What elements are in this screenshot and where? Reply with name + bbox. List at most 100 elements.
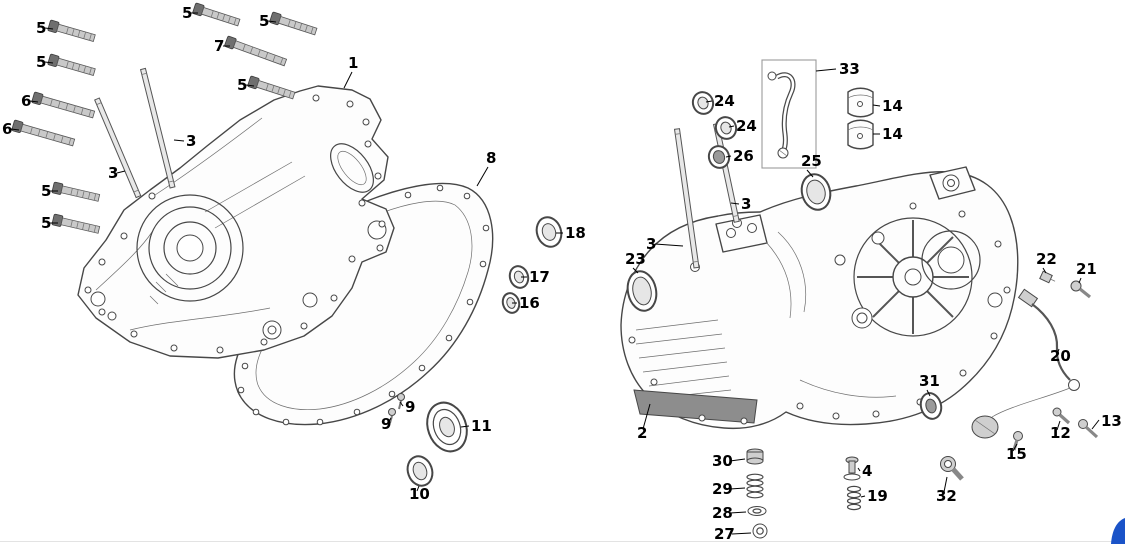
callout-leader-12-36 xyxy=(1056,420,1061,431)
callout-label-16-16: 16 xyxy=(519,294,540,312)
callout-label-7-5: 7 xyxy=(214,37,224,55)
right-crankcase-body xyxy=(620,166,1019,430)
callout-label-6-3: 6 xyxy=(2,120,12,138)
callout-leader-6-2 xyxy=(29,100,39,103)
callout-label-5-10: 5 xyxy=(41,182,51,200)
right-crankcase-drawing xyxy=(620,59,1099,539)
seals-right-group xyxy=(626,91,943,420)
callout-label-21-32: 21 xyxy=(1076,260,1097,278)
callout-leader-3-9 xyxy=(116,170,126,174)
callout-label-14-25: 14 xyxy=(882,97,903,115)
callout-label-11-19: 11 xyxy=(471,417,492,435)
callout-label-9-18: 9 xyxy=(381,415,391,433)
callout-label-10-20: 10 xyxy=(409,485,430,503)
callout-label-22-31: 22 xyxy=(1036,250,1057,268)
callout-label-24-21: 24 xyxy=(714,92,735,110)
callout-leader-22-31 xyxy=(1042,267,1047,274)
callout-leader-3-29 xyxy=(654,243,684,247)
sensor-cable-assembly xyxy=(971,270,1099,451)
callout-label-1-12: 1 xyxy=(348,54,358,72)
callout-label-5-11: 5 xyxy=(41,214,51,232)
callout-leader-2-35 xyxy=(642,403,651,430)
callout-label-17-15: 17 xyxy=(529,268,550,286)
callout-leader-31-34 xyxy=(926,389,931,397)
callout-leader-1-12 xyxy=(343,71,353,89)
callout-leader-32-45 xyxy=(943,476,948,493)
callout-leader-24-21 xyxy=(705,100,713,103)
callout-leader-20-33 xyxy=(1056,348,1060,356)
callout-leader-24-22 xyxy=(728,125,735,128)
callout-label-12-36: 12 xyxy=(1050,424,1071,442)
callout-leader-26-23 xyxy=(725,155,732,158)
callout-label-3-28: 3 xyxy=(741,195,751,213)
callout-leader-13-37 xyxy=(1091,419,1100,430)
callout-label-3-29: 3 xyxy=(646,235,656,253)
callout-label-27-44: 27 xyxy=(714,525,735,543)
callout-leader-28-43 xyxy=(729,511,747,514)
callout-label-14-26: 14 xyxy=(882,125,903,143)
callout-label-32-45: 32 xyxy=(936,487,957,505)
callout-label-5-7: 5 xyxy=(237,76,247,94)
callout-label-25-27: 25 xyxy=(801,152,822,170)
callout-leader-4-41 xyxy=(857,467,861,472)
tensioner-stack xyxy=(746,448,768,539)
callout-leader-11-19 xyxy=(460,425,470,428)
callout-label-28-43: 28 xyxy=(712,504,733,522)
callout-leader-9-18 xyxy=(387,417,392,424)
callout-label-19-42: 19 xyxy=(867,487,888,505)
callout-leader-14-25 xyxy=(872,104,881,107)
callout-label-9-17: 9 xyxy=(405,398,415,416)
callout-label-23-30: 23 xyxy=(625,250,646,268)
callout-leader-33-24 xyxy=(815,68,837,72)
callout-leader-3-28 xyxy=(730,202,740,205)
callout-label-3-8: 3 xyxy=(186,132,196,150)
left-crankcase-drawing xyxy=(11,2,563,487)
callout-label-5-0: 5 xyxy=(36,19,46,37)
callout-label-13-37: 13 xyxy=(1101,412,1122,430)
callout-leader-5-1 xyxy=(44,61,54,64)
callout-leader-5-0 xyxy=(44,27,54,30)
callout-leader-8-13 xyxy=(476,166,489,187)
callout-label-5-6: 5 xyxy=(259,12,269,30)
callout-label-5-4: 5 xyxy=(182,4,192,22)
callout-label-29-40: 29 xyxy=(712,480,733,498)
callout-leader-5-7 xyxy=(245,84,255,87)
callout-label-26-23: 26 xyxy=(733,147,754,165)
seals-left-group xyxy=(406,216,563,487)
callout-leader-27-44 xyxy=(731,532,752,535)
callout-leader-23-30 xyxy=(632,267,639,274)
callout-label-8-13: 8 xyxy=(486,149,496,167)
callout-label-31-34: 31 xyxy=(919,372,940,390)
bolt-spring-4-19 xyxy=(843,456,862,511)
brand-logo xyxy=(1111,518,1125,544)
rubber-guides-14 xyxy=(847,87,874,150)
callout-leader-19-42 xyxy=(860,495,866,498)
callout-label-30-39: 30 xyxy=(712,452,733,470)
callout-leader-9-17 xyxy=(399,401,404,407)
breather-tube-box xyxy=(761,59,817,169)
callout-label-5-1: 5 xyxy=(36,53,46,71)
callout-leader-5-6 xyxy=(267,20,277,23)
callout-label-4-41: 4 xyxy=(862,462,872,480)
callout-label-2-35: 2 xyxy=(637,424,647,442)
callout-leader-6-3 xyxy=(10,128,20,131)
callout-leader-30-39 xyxy=(729,458,746,462)
callout-label-24-22: 24 xyxy=(736,117,757,135)
callout-leader-21-32 xyxy=(1078,277,1082,284)
callout-label-15-38: 15 xyxy=(1006,445,1027,463)
studs-left-group xyxy=(94,67,176,199)
callout-leader-25-27 xyxy=(806,169,814,178)
left-crankcase-body xyxy=(77,85,395,359)
callout-label-18-14: 18 xyxy=(565,224,586,242)
screws-9-group xyxy=(388,393,405,424)
callout-label-33-24: 33 xyxy=(839,60,860,78)
callout-leader-3-8 xyxy=(173,139,185,142)
callout-leader-29-40 xyxy=(729,487,746,490)
callout-label-6-2: 6 xyxy=(21,92,31,110)
callout-leader-15-38 xyxy=(1012,443,1018,452)
callout-label-3-9: 3 xyxy=(108,164,118,182)
drain-bolt-32 xyxy=(940,456,964,481)
